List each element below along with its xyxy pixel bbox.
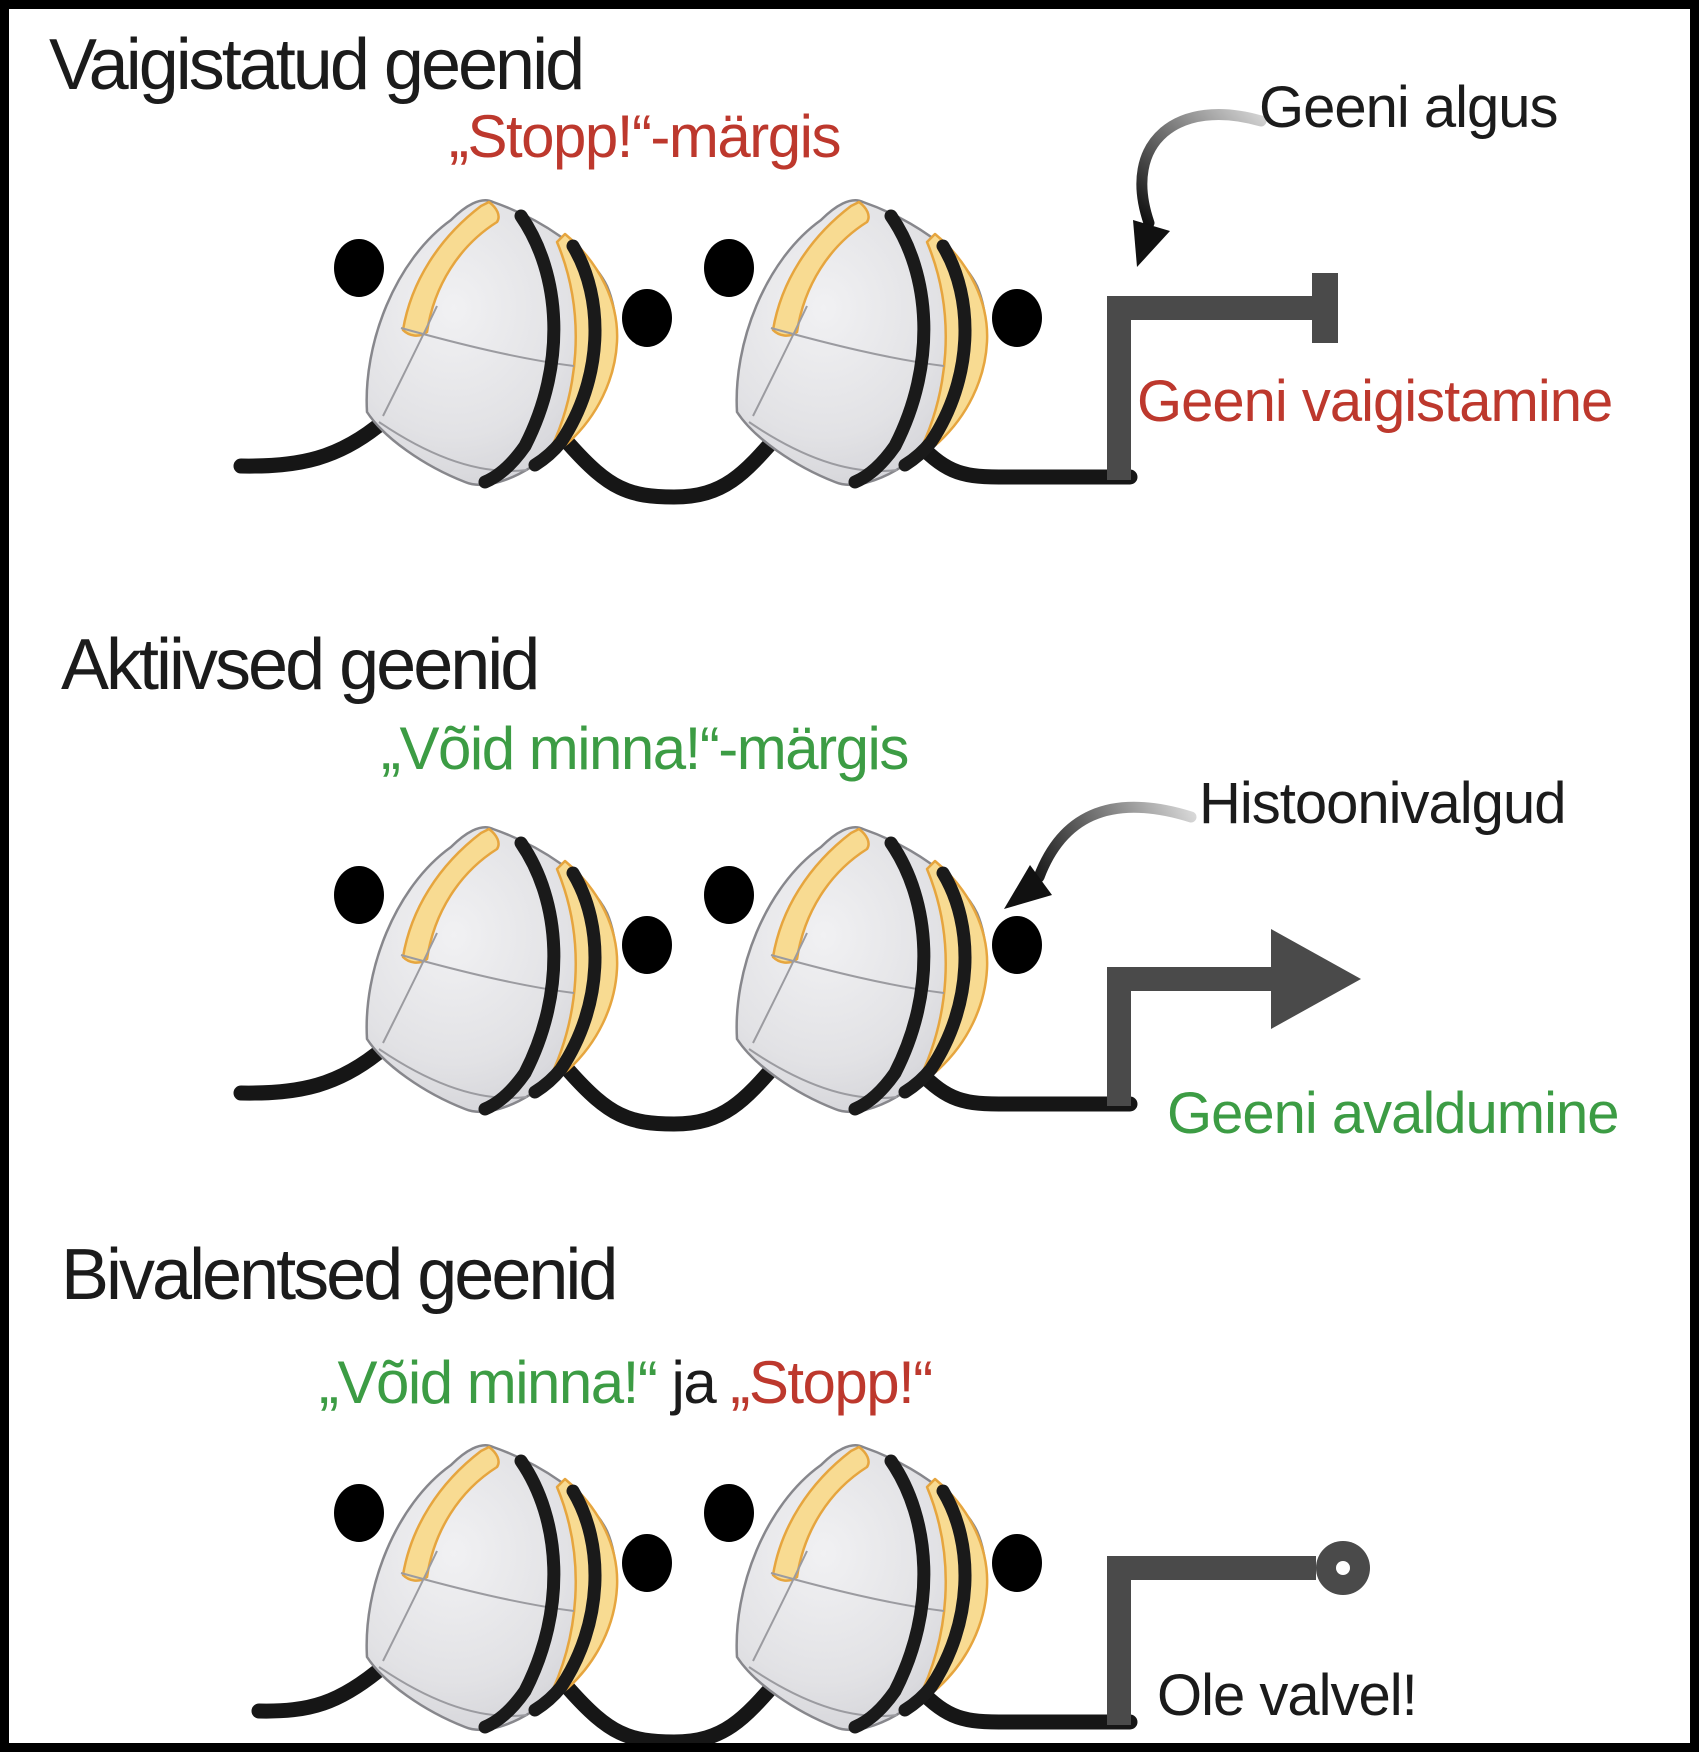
gene-silenced-symbol <box>1107 273 1338 480</box>
dna-linker-left <box>251 1658 392 1719</box>
nucleosome <box>704 827 1042 1112</box>
callout-arrow-gene-start <box>1133 108 1267 267</box>
dna-linker-left <box>233 1040 392 1101</box>
mark-label-stop: „Stopp!“-märgis <box>449 103 841 170</box>
mark-label-bivalent: „Võid minna!“ ja „Stopp!“ <box>319 1349 933 1416</box>
arrowhead-icon <box>1004 865 1052 909</box>
section-title-silenced: Vaigistatud geenid <box>49 25 585 105</box>
callout-histone-proteins: Histoonivalgud <box>1199 771 1566 836</box>
dna-linker-right <box>906 1676 1138 1730</box>
dna-linker-mid <box>561 1053 787 1132</box>
nucleosome <box>334 827 672 1112</box>
dna-linker-mid <box>561 1671 787 1743</box>
section-title-bivalent: Bivalentsed geenid <box>61 1235 618 1315</box>
nucleosome <box>334 1445 672 1730</box>
nucleosome <box>704 200 1042 485</box>
gene-expression-arrow <box>1107 929 1361 1106</box>
dna-linker-left <box>233 413 392 474</box>
section-title-active: Aktiivsed geenid <box>61 625 540 705</box>
nucleosome <box>704 1445 1042 1730</box>
result-be-alert: Ole valvel! <box>1157 1663 1418 1728</box>
dna-linker-right <box>906 431 1138 485</box>
epigenetics-diagram <box>233 108 1370 1743</box>
mark-label-ja-part: ja <box>656 1349 731 1416</box>
dna-linker-mid <box>561 426 787 505</box>
mark-label-go: „Võid minna!“-märgis <box>381 715 909 782</box>
mark-label-stop-part: „Stopp!“ <box>730 1349 933 1416</box>
mark-label-go-part: „Võid minna!“ <box>319 1349 658 1416</box>
nucleosome <box>334 200 672 485</box>
section-bivalent-art <box>251 1445 1370 1743</box>
result-gene-silencing: Geeni vaigistamine <box>1137 369 1613 434</box>
result-gene-expression: Geeni avaldumine <box>1167 1081 1620 1146</box>
dna-linker-right <box>906 1058 1138 1112</box>
gene-paused-symbol <box>1107 1541 1370 1725</box>
callout-gene-start: Geeni algus <box>1259 75 1559 140</box>
arrowhead-icon <box>1133 220 1170 267</box>
callout-arrow-histones <box>1004 801 1197 909</box>
section-active-art <box>233 801 1361 1132</box>
section-silenced-art <box>233 108 1338 505</box>
